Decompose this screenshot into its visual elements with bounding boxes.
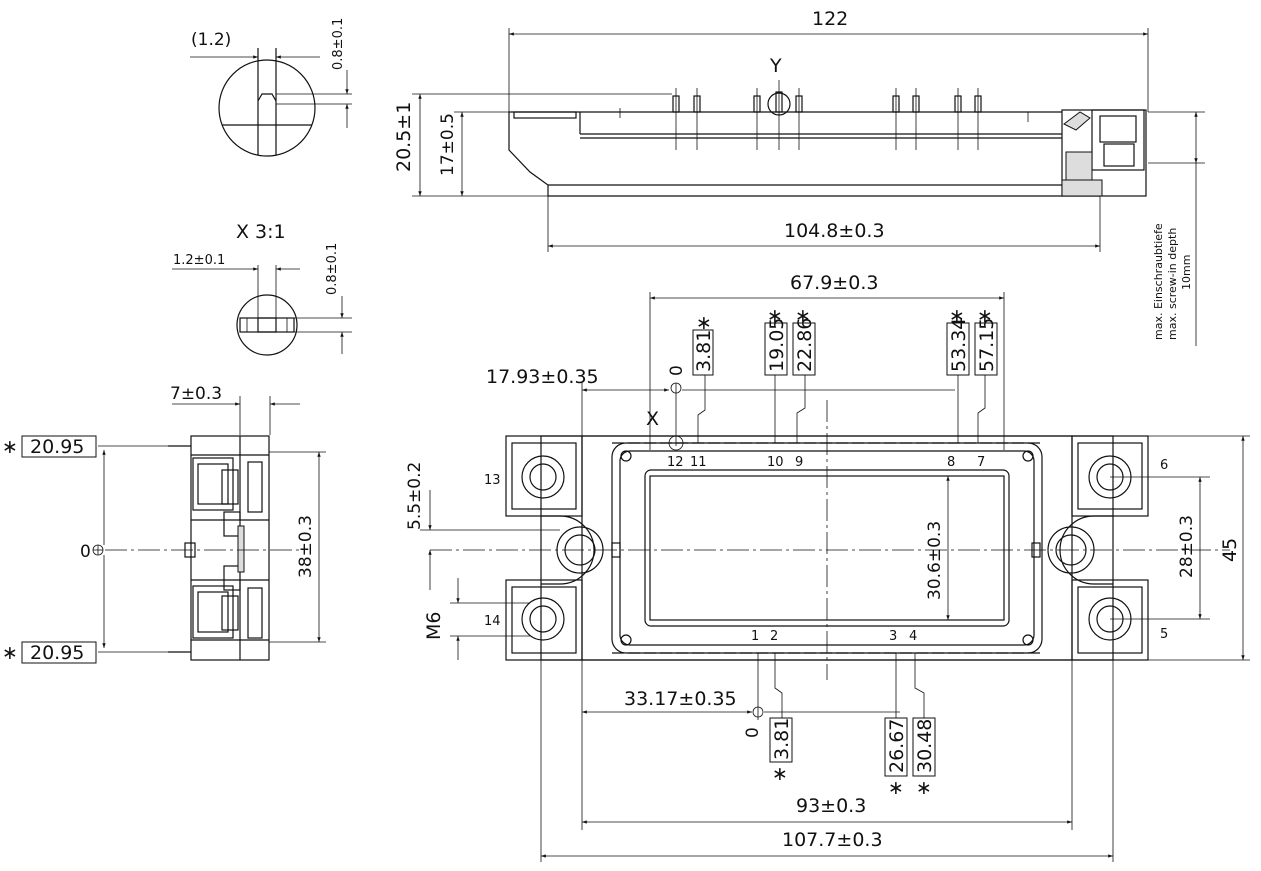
- terminal-label-14: 14: [484, 614, 501, 629]
- thread-label: M6: [423, 612, 445, 640]
- pin-tip-detail: (1.2) 0.8±0.1: [190, 18, 352, 157]
- svg-text:8: 8: [947, 455, 955, 470]
- terminal-label-13: 13: [484, 473, 501, 488]
- svg-text:∗: ∗: [949, 305, 965, 327]
- end-ref-bottom: 20.95: [30, 642, 84, 664]
- total-height-label: 45: [1219, 538, 1241, 562]
- top-span-label: 67.9±0.3: [790, 272, 878, 294]
- svg-text:∗: ∗: [696, 312, 712, 334]
- terminal-14: [505, 579, 583, 661]
- total-length-label: 107.7±0.3: [782, 829, 883, 851]
- svg-text:7: 7: [977, 455, 985, 470]
- left-offset-label: 17.93±0.35: [486, 366, 599, 388]
- side-width-label: 122: [812, 8, 848, 30]
- x-detail-view: X 3:1 1.2±0.1 0.8±0.1: [172, 221, 352, 356]
- top-pin-numbers: 12 11 10 9 8 7: [667, 455, 985, 470]
- svg-text:∗: ∗: [888, 777, 904, 799]
- svg-text:11: 11: [690, 455, 707, 470]
- svg-text:3: 3: [889, 629, 897, 644]
- bottom-pin-numbers: 1 2 3 4: [751, 629, 917, 644]
- end-star-top: ∗: [2, 436, 18, 458]
- svg-text:57.15: 57.15: [976, 318, 998, 372]
- terminal-label-6: 6: [1160, 458, 1168, 473]
- end-width-label: 7±0.3: [170, 384, 222, 404]
- terminal-6: [1071, 435, 1149, 517]
- end-height-label: 38±0.3: [296, 515, 316, 578]
- bottom-pin-dims: 3.81 ∗ 26.67 ∗ 30.48 ∗: [769, 653, 936, 799]
- svg-text:4: 4: [909, 629, 917, 644]
- base-length-label: 104.8±0.3: [784, 220, 885, 242]
- top-pin-dims: 3.81 ∗ 19.05 ∗ 22.86 ∗ 53.34 ∗ 57.15 ∗: [692, 305, 998, 443]
- end-ref-top: 20.95: [30, 436, 84, 458]
- bottom-offset-label: 33.17±0.35: [624, 688, 737, 710]
- svg-text:53.34: 53.34: [948, 318, 970, 372]
- hole-offset-label: 5.5±0.2: [405, 462, 425, 530]
- svg-text:26.67: 26.67: [886, 719, 908, 773]
- svg-text:19.05: 19.05: [766, 318, 788, 372]
- terminal-5: [1071, 579, 1149, 661]
- inner-height-label: 30.6±0.3: [925, 521, 945, 600]
- tip-height-label: 0.8±0.1: [331, 18, 346, 70]
- end-zero-label: 0: [80, 542, 91, 562]
- side-view: 122 Y: [393, 8, 1205, 346]
- hole-span-label: 93±0.3: [796, 795, 866, 817]
- svg-text:2: 2: [770, 629, 778, 644]
- svg-text:max. Einschraubtiefe: max. Einschraubtiefe: [1152, 223, 1165, 340]
- terminal-label-5: 5: [1160, 627, 1168, 642]
- svg-text:max. screw-in depth: max. screw-in depth: [1166, 228, 1179, 340]
- svg-text:∗: ∗: [795, 305, 811, 327]
- svg-text:∗: ∗: [916, 777, 932, 799]
- side-height-inner-label: 17±0.5: [438, 113, 458, 176]
- top-view: 67.9±0.3 17.93±0.35 0 X 3.81 ∗ 19.05 ∗ 2…: [405, 272, 1250, 862]
- bottom-zero-label: 0: [743, 727, 763, 738]
- mount-spacing-label: 28±0.3: [1177, 515, 1197, 578]
- svg-text:∗: ∗: [977, 305, 993, 327]
- x-detail-title: X 3:1: [236, 221, 286, 243]
- x-marker: X: [646, 408, 659, 430]
- svg-text:12: 12: [667, 455, 684, 470]
- svg-text:22.86: 22.86: [794, 318, 816, 372]
- screw-depth-note: max. Einschraubtiefe max. screw-in depth…: [1152, 223, 1193, 340]
- side-height-outer-label: 20.5±1: [393, 102, 415, 172]
- svg-text:3.81: 3.81: [771, 718, 793, 760]
- x-height-label: 0.8±0.1: [325, 243, 340, 295]
- paren-dim-label: (1.2): [191, 30, 231, 50]
- svg-text:9: 9: [795, 455, 803, 470]
- x-width-label: 1.2±0.1: [173, 253, 225, 268]
- svg-text:∗: ∗: [772, 763, 788, 785]
- side-pins: [672, 80, 982, 150]
- svg-text:10: 10: [767, 455, 784, 470]
- svg-text:10mm: 10mm: [1180, 255, 1193, 290]
- y-marker: Y: [769, 55, 782, 77]
- origin-zero-label: 0: [667, 365, 687, 376]
- svg-text:1: 1: [751, 629, 759, 644]
- terminal-13: [505, 435, 583, 517]
- end-star-bottom: ∗: [2, 642, 18, 664]
- svg-text:3.81: 3.81: [693, 330, 715, 372]
- svg-text:30.48: 30.48: [914, 719, 936, 773]
- end-view: 7±0.3 0 ∗ 20.9: [2, 384, 326, 664]
- svg-text:∗: ∗: [767, 305, 783, 327]
